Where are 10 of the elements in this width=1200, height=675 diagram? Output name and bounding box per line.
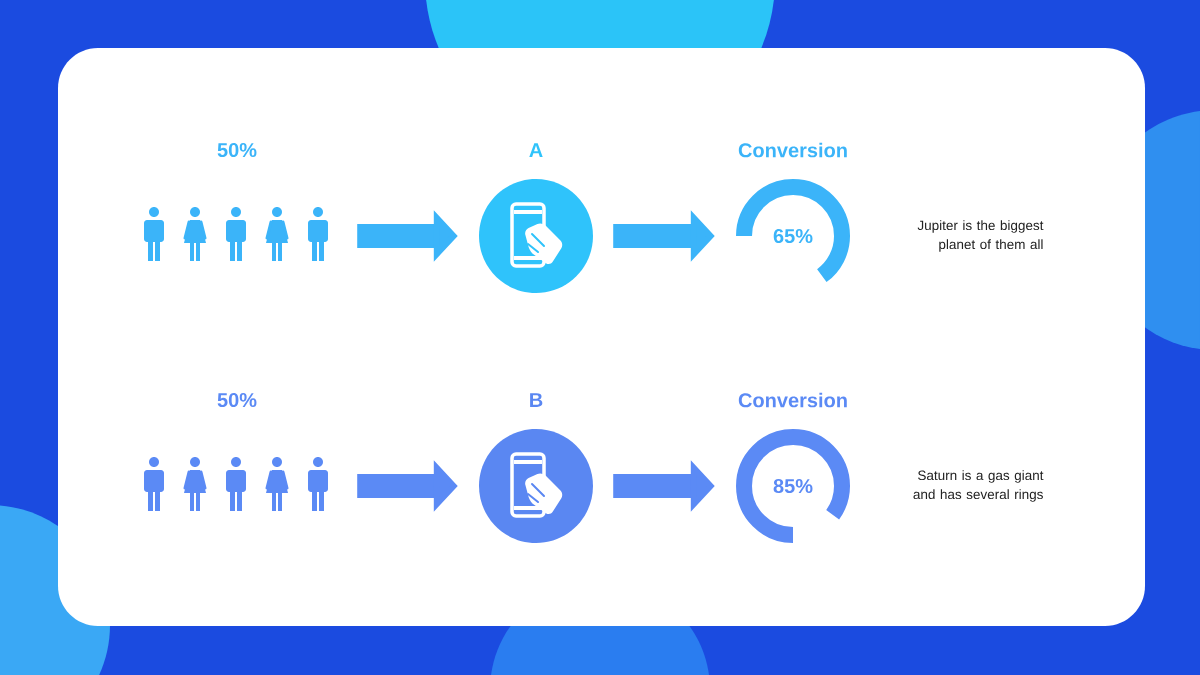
description: Jupiter is the biggest planet of them all xyxy=(917,220,1044,252)
percentage: 65% xyxy=(773,228,813,244)
heading: 50% xyxy=(217,392,257,408)
heading: 50% xyxy=(217,142,257,158)
heading: Conversion xyxy=(738,392,847,408)
heading: Conversion xyxy=(738,142,847,158)
heading: A xyxy=(529,143,543,157)
percentage: 85% xyxy=(773,478,813,494)
description: Saturn is a gas giant and has several rings xyxy=(913,470,1044,502)
heading: B xyxy=(530,393,543,407)
